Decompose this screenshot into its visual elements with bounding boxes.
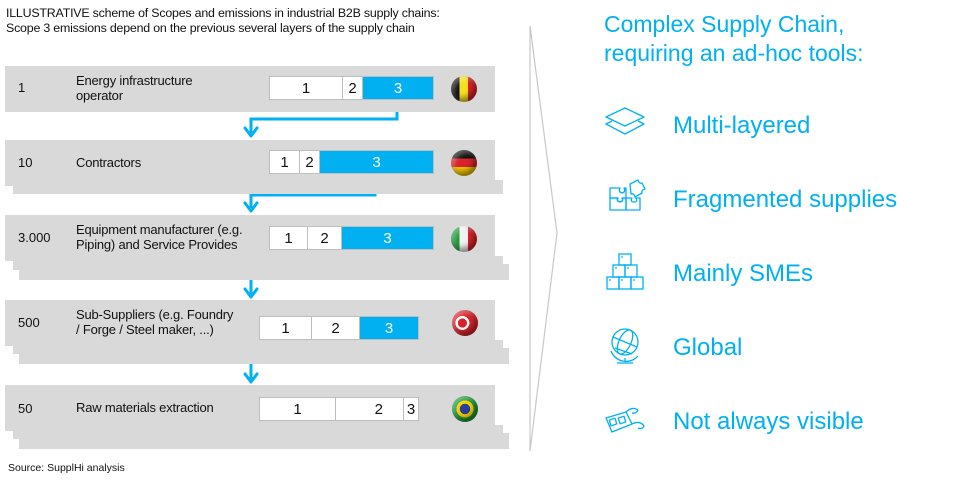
supply-layer-row-4: 500 Sub-Suppliers (e.g. Foundry / Forge … xyxy=(5,300,495,346)
germany-flag-icon xyxy=(451,150,477,176)
arrowhead-3 xyxy=(243,287,259,299)
scope-3: 3 xyxy=(320,151,433,173)
scope-bar: 1 2 3 xyxy=(269,150,434,174)
feature-multi-layered: Multi-layered xyxy=(673,112,811,139)
feature-fragmented-supplies: Fragmented supplies xyxy=(673,186,898,213)
scope-2: 2 xyxy=(336,398,404,420)
title-line-2: Scope 3 emissions depend on the previous… xyxy=(6,21,415,35)
feature-not-always-visible: Not always visible xyxy=(673,408,864,435)
layer-label: Sub-Suppliers (e.g. Foundry / Forge / St… xyxy=(76,307,234,337)
scope-1: 1 xyxy=(270,77,343,99)
supplier-count: 50 xyxy=(18,401,33,416)
diagram-title: ILLUSTRATIVE scheme of Scopes and emissi… xyxy=(6,6,440,36)
supply-layer-row-1: 1 Energy infrastructure operator 1 2 3 xyxy=(5,66,495,112)
scope-1: 1 xyxy=(270,227,308,249)
brazil-flag-icon xyxy=(452,396,478,422)
globe-icon xyxy=(610,328,639,364)
feature-mainly-smes: Mainly SMEs xyxy=(673,260,814,287)
right-heading: Complex Supply Chain, requiring an ad-ho… xyxy=(604,11,864,66)
chevron-divider xyxy=(529,25,558,452)
supplier-count: 10 xyxy=(18,155,33,170)
scope-3: 3 xyxy=(342,227,433,249)
3d-glasses-icon xyxy=(605,407,645,433)
supply-layer-row-3: 3.000 Equipment manufacturer (e.g. Pipin… xyxy=(5,215,495,261)
supply-layer-row-2: 10 Contractors 1 2 3 xyxy=(5,140,495,186)
scope-3: 3 xyxy=(363,77,433,99)
arrowhead-1 xyxy=(243,126,259,138)
scope-3: 3 xyxy=(406,400,416,418)
scope-3: 3 xyxy=(360,317,418,339)
layer-label: Raw materials extraction xyxy=(76,400,214,415)
title-line-1: ILLUSTRATIVE scheme of Scopes and emissi… xyxy=(6,6,440,20)
boxes-pyramid-icon xyxy=(606,253,644,290)
supply-layer-row-5: 50 Raw materials extraction 1 2 3 xyxy=(5,385,495,431)
puzzle-icon xyxy=(609,179,646,211)
arrowhead-2 xyxy=(243,201,259,213)
scope-1: 1 xyxy=(260,317,312,339)
turkey-flag-icon xyxy=(452,310,478,336)
scope-2: 2 xyxy=(343,77,363,99)
supplier-count: 3.000 xyxy=(18,230,51,245)
supplier-count: 1 xyxy=(18,80,26,95)
scope-bar: 1 2 3 xyxy=(259,397,419,421)
feature-global: Global xyxy=(673,334,743,361)
layer-label: Energy infrastructure operator xyxy=(76,73,193,103)
scope-bar: 1 2 3 xyxy=(269,226,434,250)
arrowhead-4 xyxy=(243,372,259,384)
scope-bar: 1 2 3 xyxy=(269,76,434,100)
scope-1: 1 xyxy=(270,151,300,173)
italy-flag-icon xyxy=(451,226,477,252)
layer-label: Equipment manufacturer (e.g. Piping) and… xyxy=(76,222,243,252)
scope-bar: 1 2 3 xyxy=(259,316,419,340)
scope-2: 2 xyxy=(308,227,342,249)
layer-label: Contractors xyxy=(76,155,141,170)
scope-2: 2 xyxy=(312,317,360,339)
supplier-count: 500 xyxy=(18,315,40,330)
source-note: Source: SupplHi analysis xyxy=(8,462,125,474)
scope-1: 1 xyxy=(260,398,336,420)
layers-icon xyxy=(605,107,645,135)
scope-2: 2 xyxy=(300,151,320,173)
belgium-flag-icon xyxy=(451,76,477,102)
